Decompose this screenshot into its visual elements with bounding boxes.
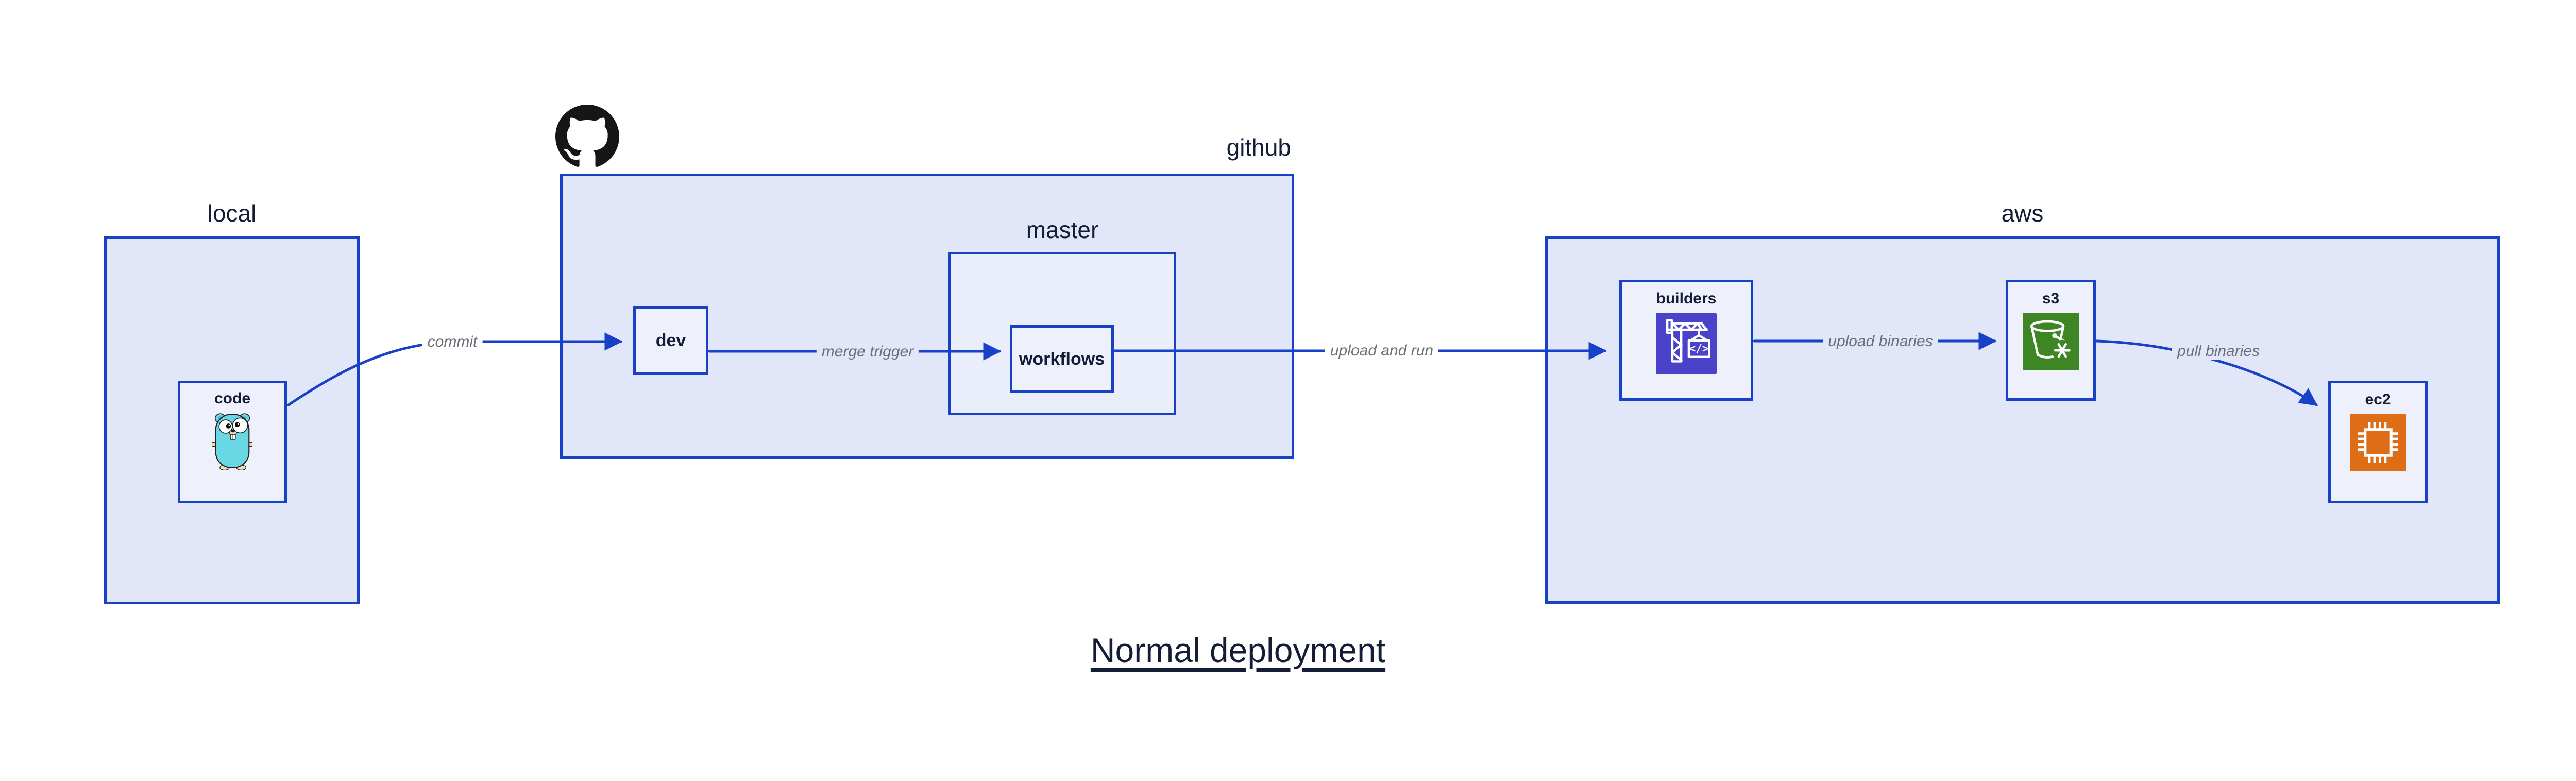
- edge-label-commit: commit: [422, 333, 483, 351]
- edge-commit: [287, 332, 623, 406]
- go-gopher-icon: [212, 413, 252, 470]
- node-workflows-label: workflows: [1019, 349, 1105, 369]
- edge-label-merge-trigger: merge trigger: [816, 343, 919, 361]
- group-github-label: github: [1226, 134, 1291, 161]
- edge-label-pull-binaries: pull binaries: [2172, 343, 2265, 360]
- svg-text:</>: </>: [1689, 343, 1709, 355]
- node-builders-label: builders: [1656, 290, 1717, 307]
- group-aws-label: aws: [2001, 200, 2044, 227]
- node-dev-label: dev: [655, 331, 686, 350]
- aws-s3-glacier-bucket-icon: [2022, 313, 2079, 370]
- node-ec2: ec2: [2328, 381, 2428, 503]
- node-dev: dev: [633, 306, 708, 375]
- aws-codebuild-crane-icon: </>: [1656, 313, 1717, 374]
- edge-pull-binaries: [2095, 339, 2318, 406]
- node-s3-label: s3: [2042, 290, 2060, 307]
- diagram-title: Normal deployment: [1090, 631, 1386, 669]
- edge-label-upload-binaries: upload binaries: [1823, 333, 1938, 350]
- aws-ec2-chip-icon: [2349, 414, 2406, 471]
- node-code: code: [178, 381, 287, 503]
- node-code-label: code: [214, 390, 251, 407]
- group-local-label: local: [207, 200, 257, 227]
- node-s3: s3: [2006, 280, 2096, 401]
- github-octocat-icon: [555, 105, 619, 167]
- node-workflows: workflows: [1010, 325, 1114, 393]
- group-master-label: master: [1026, 216, 1099, 243]
- node-builders: builders </>: [1619, 280, 1753, 401]
- node-ec2-label: ec2: [2365, 391, 2391, 408]
- edge-label-upload-and-run: upload and run: [1325, 342, 1439, 360]
